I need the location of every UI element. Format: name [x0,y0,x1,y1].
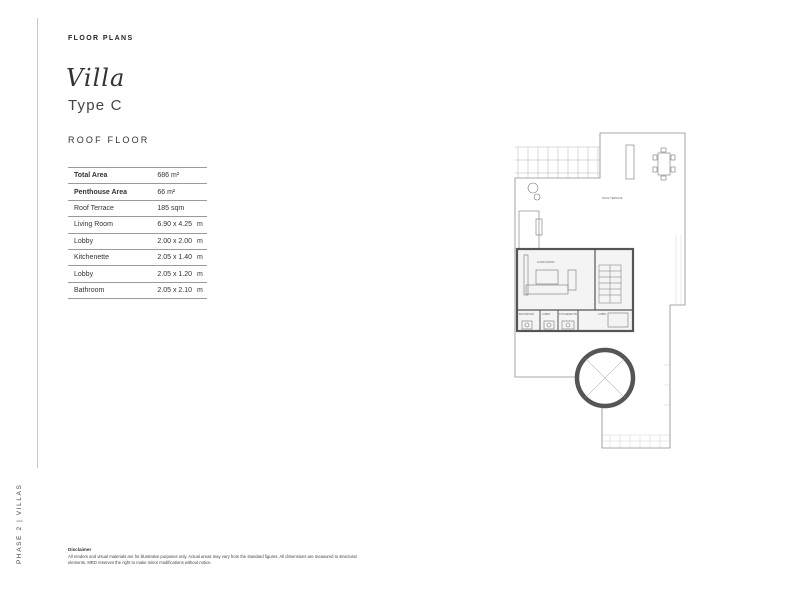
plan-label-living-room: LIVING ROOM [537,260,554,264]
area-unit [197,166,207,185]
area-value: 185 sqm [157,200,198,218]
plan-label-lobby-a: LOBBY [542,312,551,316]
area-unit [197,200,207,218]
round-pergola [574,347,636,409]
area-unit [197,183,207,201]
deck-strip [602,235,682,448]
area-label: Kitchenette [68,249,158,267]
area-unit: m [197,282,207,300]
disclaimer-heading: Disclaimer [68,547,92,552]
plan-label-bathroom: BATHROOM [519,312,534,316]
area-value: 6.90 x 4.25 [157,216,198,234]
area-label: Roof Terrace [68,200,158,218]
area-value: 2.00 x 2.00 [157,233,198,250]
floor-title: ROOF FLOOR [68,135,150,145]
staircase [598,264,622,304]
villa-script-title: Villa [66,64,126,92]
roof-floor-plan: ROOF TERRACE LIVING ROOM BATHROOM LOBBY … [514,132,686,449]
area-value: 2.05 x 1.20 [157,265,198,283]
disclaimer-text: All renders and visual materials are for… [68,554,357,565]
area-label: Lobby [68,265,158,283]
area-label: Penthouse Area [68,183,158,201]
bathroom-fixtures [521,312,629,330]
side-label: PHASE 2 | VILLAS [16,483,23,564]
plan-label-lobby-b: LOBBY [598,312,607,316]
lounge-chairs [518,182,543,252]
area-label: Total Area [68,166,158,185]
plan-label-roof-terrace: ROOF TERRACE [602,196,623,200]
type-title: Type C [68,97,123,114]
vertical-divider [37,18,38,468]
area-label: Bathroom [68,282,158,300]
terrace-outline [514,132,686,449]
plan-label-kitchenette: KITCHENETTE [559,312,577,316]
area-value: 2.05 x 1.40 [157,249,198,267]
area-unit: m [197,216,207,234]
outdoor-bench [625,144,635,180]
area-unit: m [197,265,207,283]
area-label: Living Room [68,216,158,234]
dining-table [652,147,676,181]
living-furniture [523,254,577,296]
area-value: 686 m² [157,166,198,185]
area-unit: m [197,249,207,267]
area-value: 2.05 x 2.10 [157,282,198,300]
section-header: FLOOR PLANS [68,35,134,42]
pergola-grid [515,146,600,178]
area-value: 66 m² [157,183,198,201]
area-unit: m [197,233,207,250]
area-label: Lobby [68,233,158,250]
